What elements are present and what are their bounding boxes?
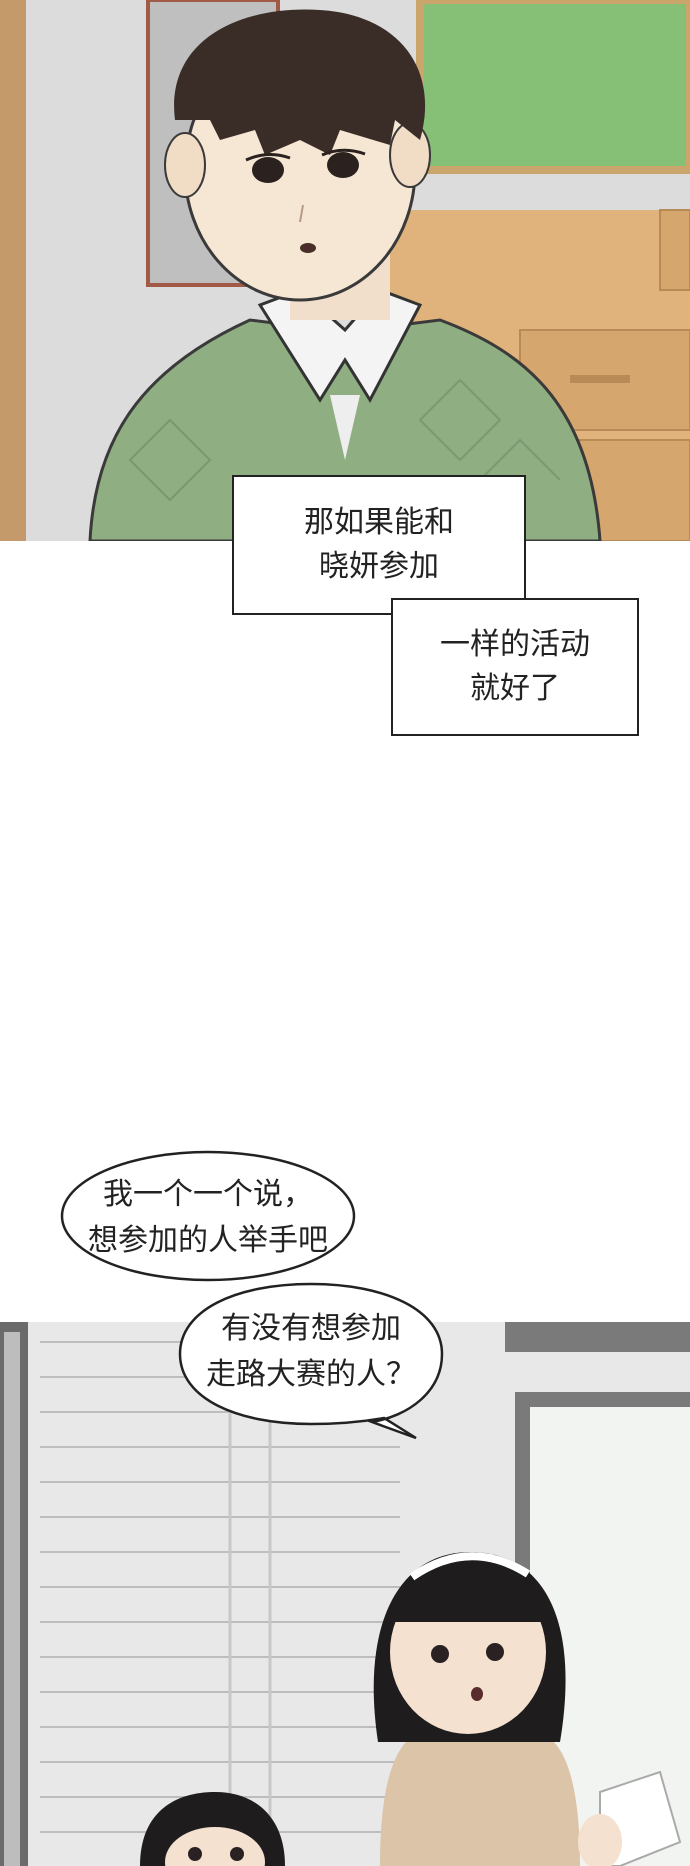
boy-hair [174,9,426,155]
boy-left-eye [252,157,284,183]
speech-bubble-1: 我一个一个说， 想参加的人举手吧 [58,1148,358,1288]
wall-siding [40,1341,400,1833]
comic-panel-boy [0,0,690,541]
speech-bubble-2: 有没有想参加 走路大赛的人？ [176,1280,446,1440]
white-headband [409,1552,531,1581]
boy-right-eye [327,152,359,178]
caption-text-1: 那如果能和 晓妍参加 [304,505,454,584]
girl-right-eye [486,1643,504,1661]
caption-box-2: 一样的活动 就好了 [391,598,639,736]
girl-left-eye [431,1645,449,1663]
classroom-illustration [0,1322,690,1866]
caption-text-2: 一样的活动 就好了 [440,627,590,706]
door-frame [0,0,26,541]
girl-sweater [380,1732,580,1866]
speech-text-1: 我一个一个说， 想参加的人举手吧 [88,1177,328,1258]
boy-illustration [0,0,690,541]
caption-box-1: 那如果能和 晓妍参加 [232,475,526,615]
boy-mouth [300,243,316,253]
speech-text-2: 有没有想参加 走路大赛的人？ [206,1311,416,1392]
green-board [416,0,690,174]
comic-panel-classroom [0,1322,690,1866]
